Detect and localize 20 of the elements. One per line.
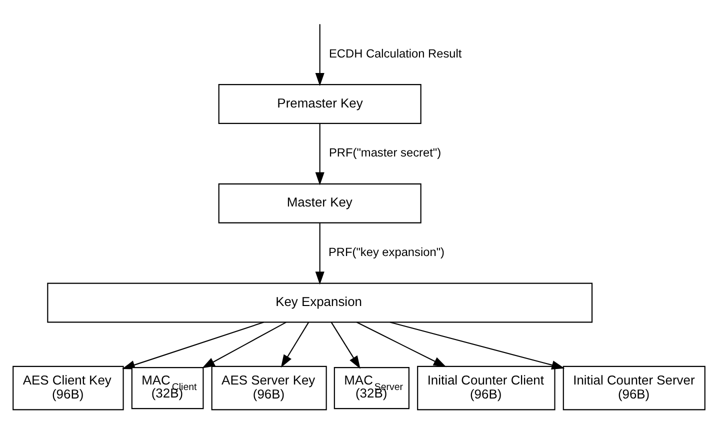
arrow	[390, 321, 565, 369]
node-box: Initial Counter Server (96B)	[562, 365, 706, 410]
arrow	[356, 321, 446, 367]
arrow	[330, 322, 360, 368]
edge-label: ECDH Calculation Result	[329, 46, 462, 60]
node-box: AES Server Key (96B)	[211, 365, 327, 410]
node-box: Key Expansion	[47, 282, 593, 322]
edge-label: PRF("master secret")	[329, 145, 442, 160]
node-box: Premaster Key	[218, 84, 422, 124]
arrow	[315, 24, 324, 86]
node-box: MAC$_{Client}$ (32B)	[131, 366, 204, 409]
node-box: Master Key	[218, 182, 422, 223]
arrow	[315, 123, 324, 185]
edge-label: PRF("key expansion")	[328, 244, 445, 259]
node-box: MAC$_{Server}$ (32B)	[334, 366, 410, 409]
arrow	[202, 321, 286, 368]
node-box: Initial Counter Client (96B)	[417, 365, 556, 410]
node-box: AES Client Key (96B)	[12, 365, 124, 410]
arrow	[315, 222, 324, 284]
arrow	[280, 322, 310, 368]
